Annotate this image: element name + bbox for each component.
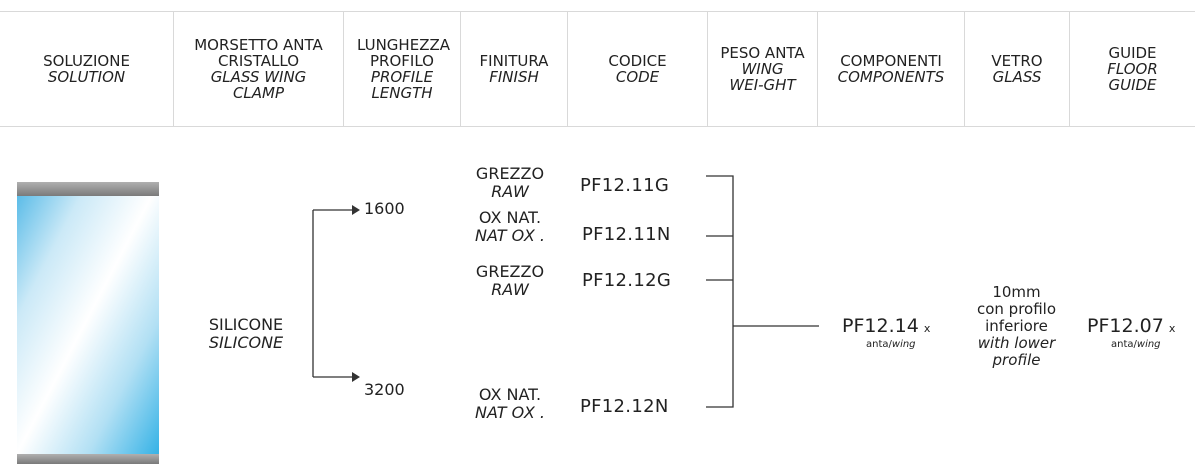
unit-en: wing (1137, 339, 1161, 350)
guide-entry: PF12.07 x anta/wing (1087, 315, 1195, 337)
component-code: PF12.14 (842, 315, 919, 337)
unit-en: wing (892, 339, 916, 350)
component-x: x (924, 322, 931, 335)
finish-row-3: GREZZO RAW (466, 263, 554, 299)
finish-en: NAT OX . (466, 227, 554, 245)
glass-line5: profile (964, 352, 1069, 369)
finish-en: RAW (466, 183, 554, 201)
finish-it: OX NAT. (466, 209, 554, 227)
guide-unit: anta/wing (1111, 339, 1161, 350)
glass-line4: with lower (964, 335, 1069, 352)
guide-code: PF12.07 (1087, 315, 1164, 337)
glass-thickness: 10mm (964, 284, 1069, 301)
finish-it: GREZZO (466, 165, 554, 183)
finish-row-2: OX NAT. NAT OX . (466, 209, 554, 245)
unit-it: anta/ (866, 339, 892, 350)
glass-description: 10mm con profilo inferiore with lower pr… (964, 284, 1069, 369)
length-3200: 3200 (364, 381, 405, 399)
guide-x: x (1169, 322, 1176, 335)
length-1600: 1600 (364, 200, 405, 218)
code-bracket (706, 176, 819, 407)
finish-row-4: OX NAT. NAT OX . (466, 386, 554, 422)
component-unit: anta/wing (866, 339, 916, 350)
code-row-4: PF12.12N (580, 396, 669, 417)
finish-it: GREZZO (466, 263, 554, 281)
length-arrows (352, 205, 360, 382)
glass-line3: inferiore (964, 318, 1069, 335)
glass-line2: con profilo (964, 301, 1069, 318)
clamp-en: SILICONE (196, 334, 296, 352)
component-entry: PF12.14 x anta/wing (842, 315, 962, 337)
finish-it: OX NAT. (466, 386, 554, 404)
finish-en: RAW (466, 281, 554, 299)
code-row-3: PF12.12G (582, 270, 671, 291)
clamp-it: SILICONE (196, 316, 296, 334)
glass-panel-image (17, 182, 159, 464)
clamp-label: SILICONE SILICONE (196, 316, 296, 352)
length-bracket (313, 210, 358, 377)
code-row-2: PF12.11N (582, 224, 671, 245)
unit-it: anta/ (1111, 339, 1137, 350)
code-row-1: PF12.11G (580, 175, 669, 196)
finish-row-1: GREZZO RAW (466, 165, 554, 201)
finish-en: NAT OX . (466, 404, 554, 422)
